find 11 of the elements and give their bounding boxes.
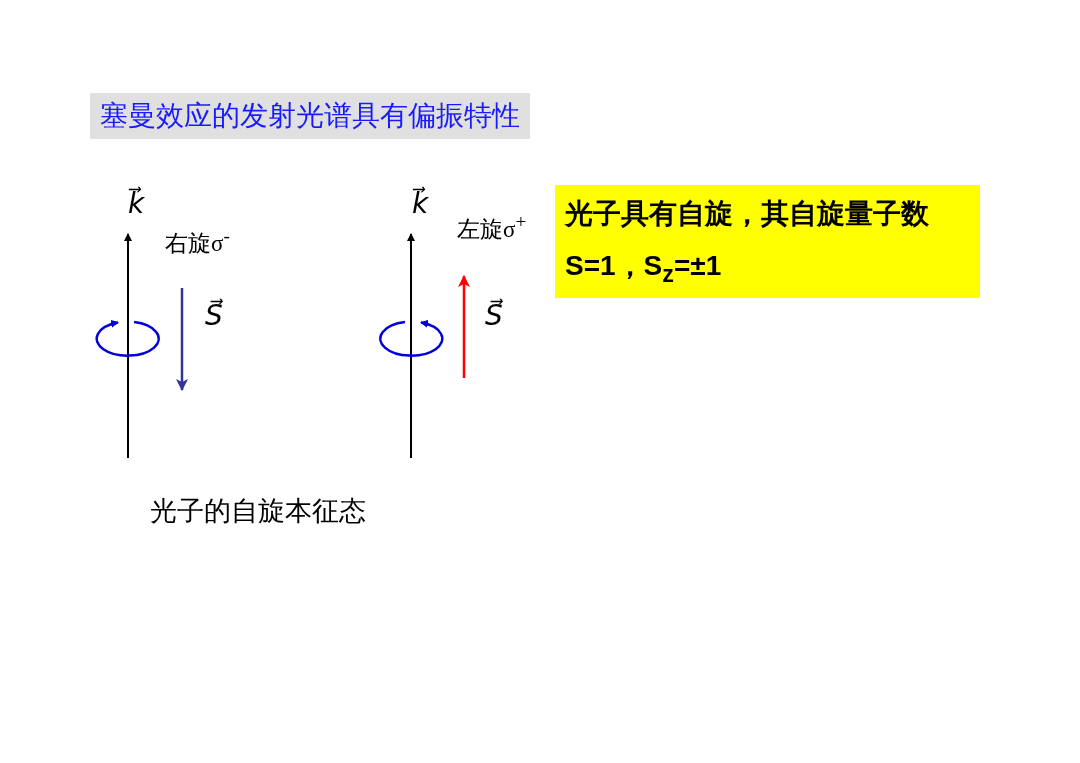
note-box [555,185,980,298]
vector-label: k⃗ [128,188,145,220]
note-text: 光子具有自旋，其自旋量子数 [565,199,930,229]
note-text: S=1，S$_{z}$=±1 [565,251,723,289]
vector-label: S⃗ [485,300,503,332]
vector-label: S⃗ [205,300,223,332]
vector-label: k⃗ [412,188,429,220]
polarization-label: 左旋σ$^{+}$ [457,210,527,243]
caption-text: 光子的自旋本征态 [150,496,366,527]
polarization-label: 右旋σ$^{-}$ [165,224,230,257]
title-banner: 塞曼效应的发射光谱具有偏振特性 [90,93,530,139]
